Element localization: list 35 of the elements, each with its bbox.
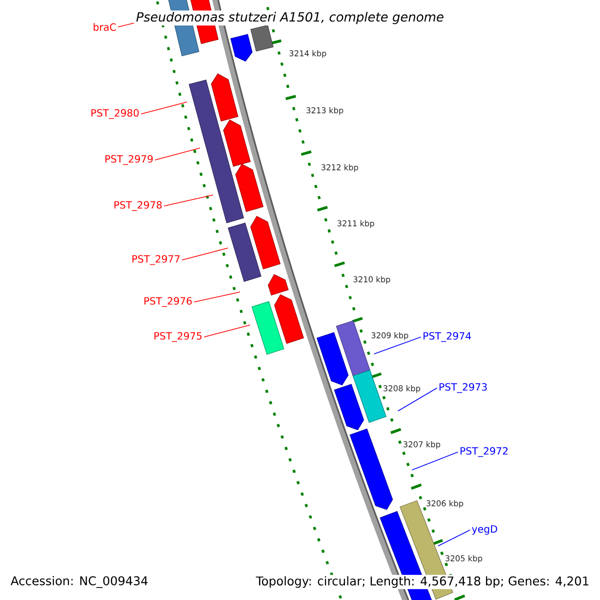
tick-label: 3212 kbp [322,164,358,172]
gene-label: PST_2972 [460,447,508,457]
gene-label: PST_2976 [144,297,192,307]
gene-label: PST_2975 [154,332,202,342]
tick-label: 3214 kbp [290,50,326,58]
leader-line [374,336,422,354]
leader-line [412,452,458,470]
tick-label: 3207 kbp [404,441,440,449]
tick-label: 3206 kbp [426,500,464,508]
footer-text: Topology: circular; Length: 4,567,418 bp; Genes: 4,201 [254,574,591,590]
leader-line [398,388,438,412]
footer-text: Accession: NC_009434 [9,574,150,590]
leader-line [118,22,134,28]
gene-label: PST_2974 [424,332,471,342]
leader-line [140,102,188,114]
gene-label: PST_2978 [114,201,162,211]
gene-label: PST_2979 [105,155,153,165]
leader-line [154,148,200,160]
leader-line [164,194,214,206]
gene-label: PST_2980 [91,109,139,119]
title: Pseudomonas stutzeri A1501, complete genome [134,10,446,26]
tick-label: 3213 kbp [306,107,344,115]
gene-label: braC [94,23,116,31]
tick-label: 3208 kbp [384,385,420,393]
tick-label: 3210 kbp [354,276,390,284]
leader-line [194,292,240,302]
gene-label: PST_2977 [132,255,180,265]
tick-label: 3211 kbp [338,220,374,228]
tick-label: 3209 kbp [372,332,408,340]
leader-line [438,530,470,546]
gene-label: yegD [472,525,498,535]
gene-label: PST_2973 [440,383,487,393]
leader-line [182,248,228,260]
leader-line [204,324,250,338]
tick-label: 3205 kbp [446,555,482,563]
